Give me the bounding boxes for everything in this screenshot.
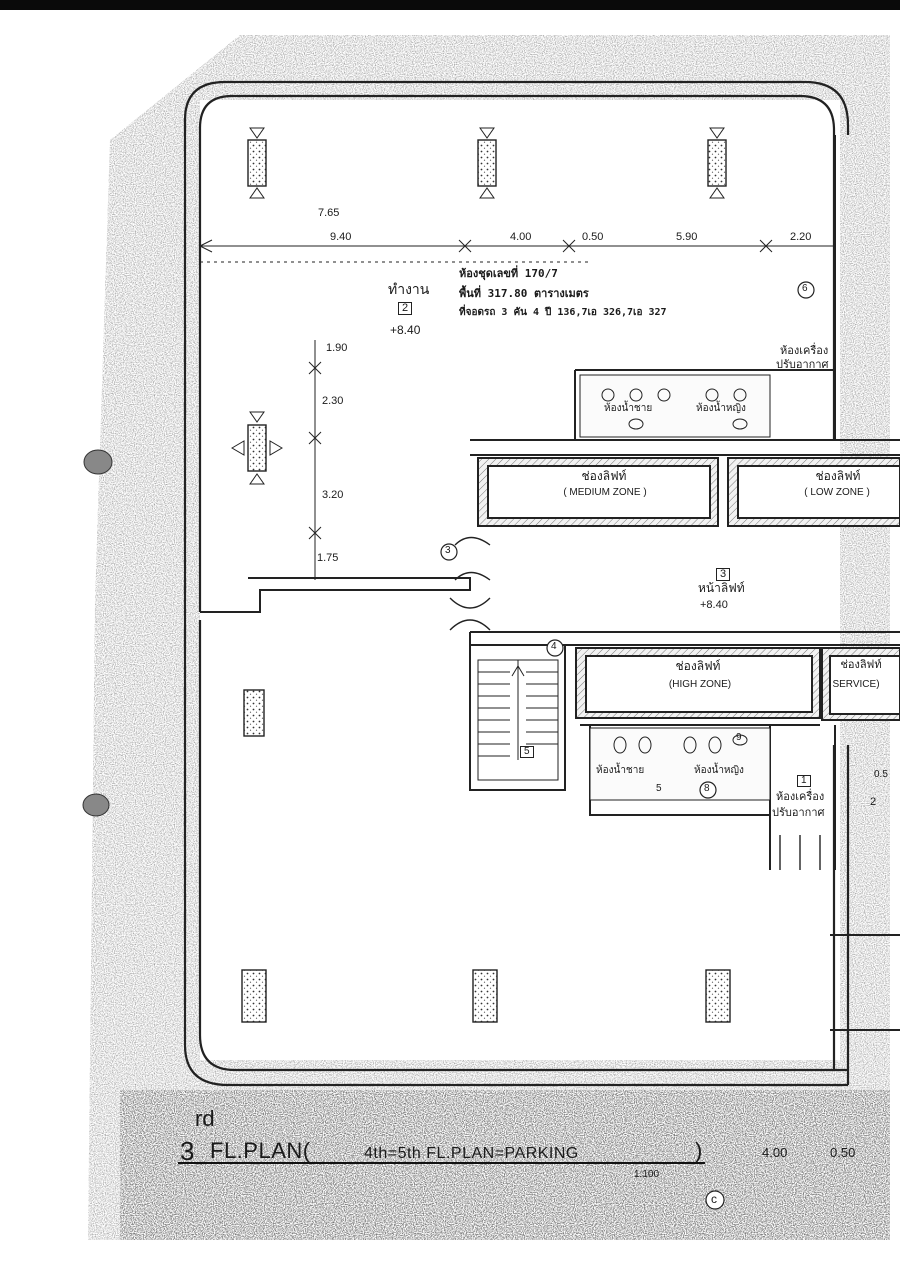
column-arrows <box>231 127 725 485</box>
scan-noise-background <box>88 35 890 1240</box>
top-border-bar <box>0 0 900 10</box>
dim-span-3: 0.50 <box>582 231 604 243</box>
lift-low-label: ช่องลิฟท์ <box>815 469 861 483</box>
workroom-label: ทำงาน <box>388 281 430 297</box>
footer-dim-b: 0.50 <box>830 1145 856 1160</box>
dimension-lines <box>199 239 835 580</box>
dim-vert-2: 2.30 <box>322 395 344 407</box>
dim-vert-3: 3.20 <box>322 489 344 501</box>
tag-5: 5 <box>656 783 662 794</box>
lift-low-zone: ( LOW ZONE ) <box>804 487 870 498</box>
tag-8: 8 <box>704 783 710 794</box>
lift-shafts <box>477 457 900 721</box>
footer-dim-a: 4.00 <box>762 1145 788 1160</box>
toilet-4-label: ห้องน้ำหญิง <box>694 765 744 776</box>
lobby-level: +8.40 <box>700 599 728 611</box>
lift-medium-zone: ( MEDIUM ZONE ) <box>563 487 647 498</box>
tag-markers <box>440 281 815 1210</box>
right-dim-b: 2 <box>870 796 877 808</box>
dim-span-5: 2.20 <box>790 231 812 243</box>
staircase <box>477 659 559 781</box>
dim-vert-1: 1.90 <box>326 342 348 354</box>
lift-high-label: ช่องลิฟท์ <box>675 659 721 673</box>
lift-service-label: ช่องลิฟท์ <box>840 659 882 671</box>
title-close: ) <box>695 1138 703 1163</box>
right-dim-a: 0.5 <box>874 769 888 780</box>
lift-high-zone: (HIGH ZONE) <box>668 679 732 690</box>
ac-tag: 1 <box>797 775 811 787</box>
building-outline <box>183 80 850 1087</box>
binder-holes <box>82 449 113 817</box>
title-main: FL.PLAN( <box>210 1138 311 1163</box>
stair-tag: 5 <box>520 746 534 758</box>
dim-vert-4: 1.75 <box>317 552 339 564</box>
doors <box>449 536 821 870</box>
unit-parking: ที่จอดรถ 3 คัน 4 ปี 136,7เอ 326,7เอ 327 <box>459 307 667 318</box>
toilet-1-label: ห้องน้ำชาย <box>604 403 653 414</box>
tag-6: 6 <box>802 283 808 294</box>
structural-columns <box>241 139 731 1023</box>
title-number: 3 <box>180 1136 195 1166</box>
unit-area: พื้นที่ 317.80 ตารางเมตร <box>459 287 589 300</box>
dim-span-4: 5.90 <box>676 231 698 243</box>
ac-room-1-label-b: ปรับอากาศ <box>776 359 829 371</box>
toilet-3-label: ห้องน้ำชาย <box>596 765 645 776</box>
title-superscript: rd <box>195 1106 215 1131</box>
footer-mark: c <box>711 1192 717 1206</box>
ac-room-1-label: ห้องเครื่อง <box>780 345 829 357</box>
lift-medium-label: ช่องลิฟท์ <box>581 469 627 483</box>
ac-room-2-label: ห้องเครื่อง <box>776 791 825 803</box>
tag-4: 4 <box>551 641 557 652</box>
workroom-level: +8.40 <box>390 323 421 337</box>
unit-number: ห้องชุดเลขที่ 170/7 <box>459 267 558 280</box>
workroom-tag: 2 <box>398 302 413 315</box>
toilet-2-label: ห้องน้ำหญิง <box>696 403 746 414</box>
toilet-fixtures <box>579 374 771 801</box>
title-sub: 4th=5th FL.PLAN=PARKING <box>364 1145 579 1162</box>
dim-top-left: 7.65 <box>318 207 340 219</box>
ac-room-2-label-b: ปรับอากาศ <box>772 807 825 819</box>
drawing-scale: 1:100 <box>634 1169 660 1180</box>
lift-service-zone: SERVICE) <box>832 679 880 690</box>
tag-9: 9 <box>736 732 742 743</box>
dim-span-1: 9.40 <box>330 231 352 243</box>
lobby-label: หน้าลิฟท์ <box>698 581 745 595</box>
tag-3: 3 <box>445 545 451 556</box>
interior-walls <box>200 135 900 1031</box>
lobby-tag: 3 <box>716 568 731 581</box>
dim-span-2: 4.00 <box>510 231 532 243</box>
